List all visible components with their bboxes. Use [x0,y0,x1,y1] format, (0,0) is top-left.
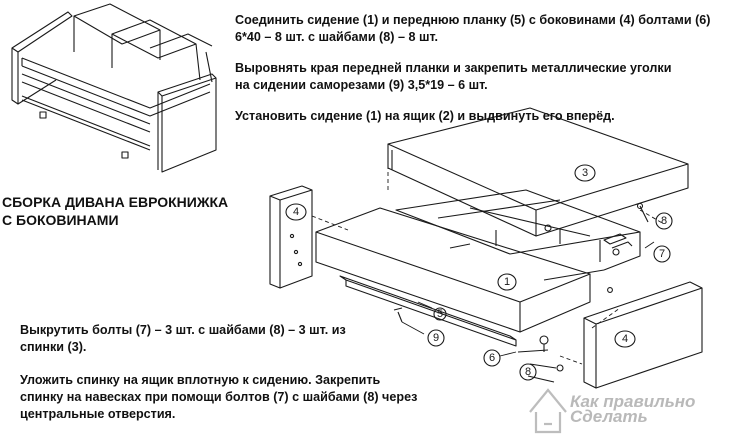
instruction-step-4: Выкрутить болты (7) – 3 шт. с шайбами (8… [20,323,346,354]
assembled-sofa-drawing [11,3,217,173]
instruction-step-1: Соединить сидение (1) и переднюю планку … [235,13,711,44]
watermark-line-2: Сделать [570,407,648,426]
hardware-drawing [393,202,649,383]
instruction-step-2: Выровнять края передней планки и закрепи… [235,61,672,92]
watermark-logo [529,388,567,434]
right-side-panel-drawing [583,281,703,389]
back-part-drawing [387,107,689,237]
label-washer-8: 8 [661,215,667,227]
label-seat-1: 1 [504,276,510,288]
seat-part-drawing [315,207,591,333]
page-title: СБОРКА ДИВАНА ЕВРОКНИЖКА С БОКОВИНАМИ [2,193,228,229]
assembly-dashed-lines [311,144,665,365]
title-line-2: С БОКОВИНАМИ [2,212,119,228]
watermark-line-1: Как правильно [570,392,696,411]
title-line-1: СБОРКА ДИВАНА ЕВРОКНИЖКА [2,194,229,210]
label-washer-8-bottom: 8 [525,366,531,378]
label-back-3: 3 [582,167,588,179]
label-screw-9: 9 [433,332,439,344]
label-bolt-7: 7 [659,248,665,260]
instruction-step-5: Уложить спинку на ящик вплотную к сидени… [20,373,418,421]
label-side-left-4: 4 [293,206,299,218]
instruction-step-3: Установить сидение (1) на ящик (2) и выд… [235,109,615,123]
left-side-panel-drawing [269,185,313,289]
label-front-plank-5: 5 [437,308,443,320]
watermark-text: Как правильно Сделать [570,392,720,426]
front-plank-drawing [339,275,549,352]
label-side-right-4: 4 [622,333,628,345]
part-label-circles [285,164,673,381]
leader-lines [401,241,655,357]
drawer-box-drawing [395,189,641,293]
label-bolt-6: 6 [489,352,495,364]
